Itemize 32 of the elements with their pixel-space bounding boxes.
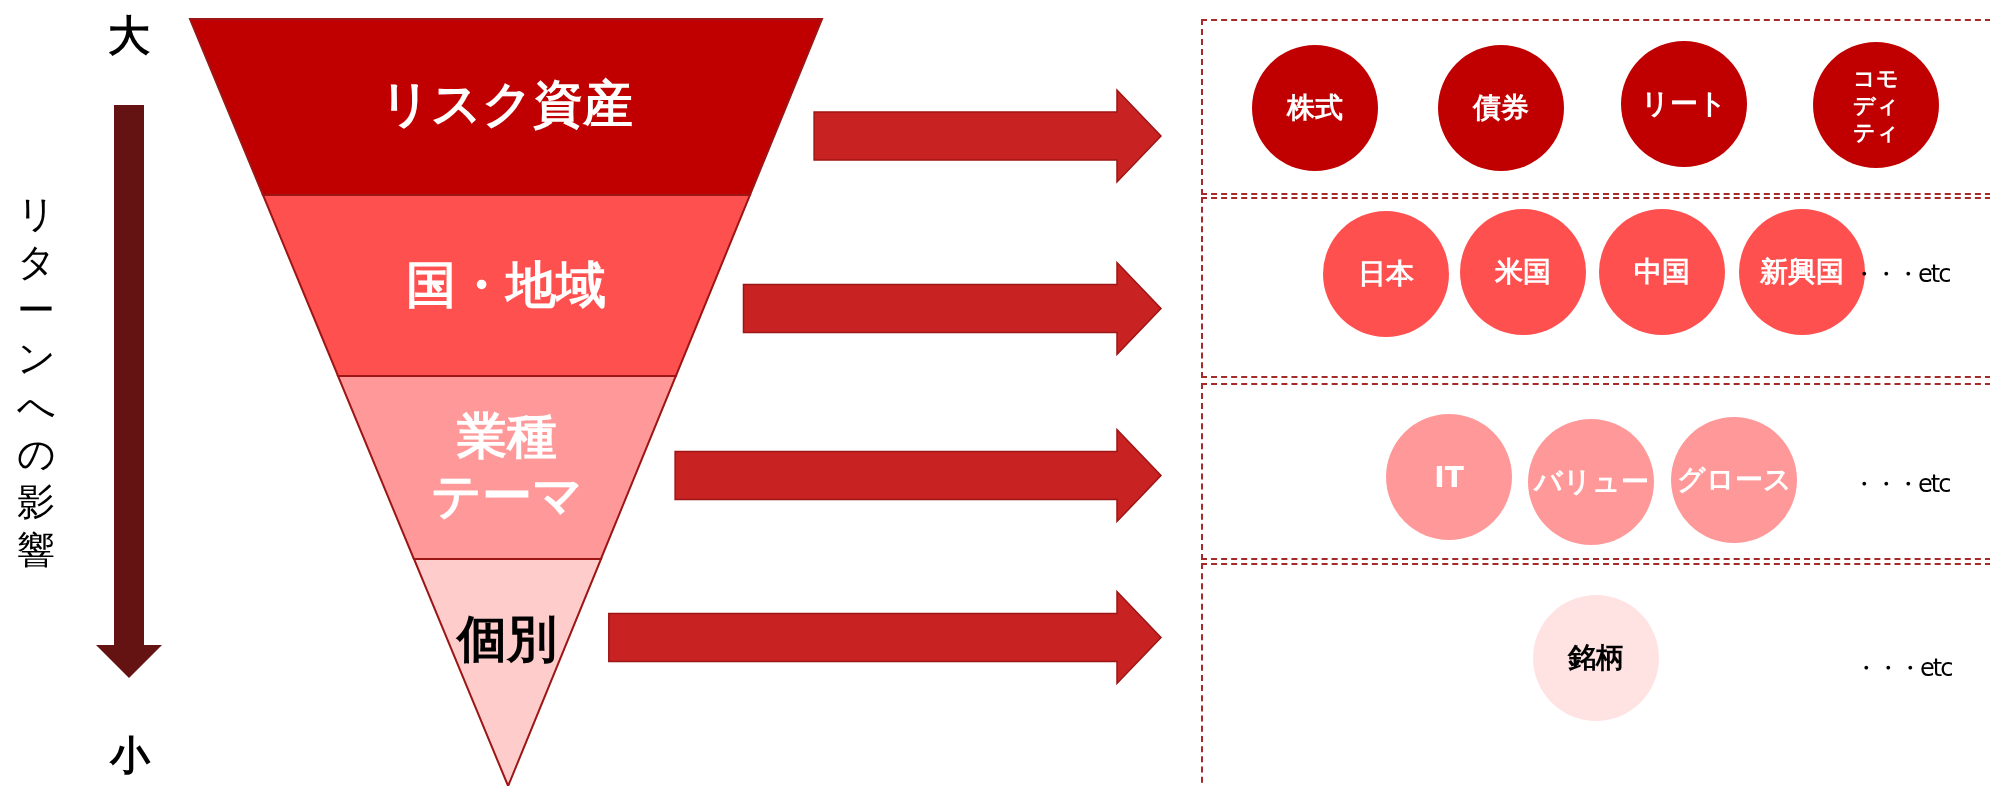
category-circle: バリュー xyxy=(1528,419,1654,545)
band-label: 個別 xyxy=(455,609,559,669)
category-circle: 銘柄 xyxy=(1533,595,1659,721)
band-label: リスク資産 xyxy=(378,74,634,134)
category-circle: IT xyxy=(1386,414,1512,540)
category-circle: グロース xyxy=(1671,417,1797,543)
scale-label: 小 xyxy=(110,731,150,780)
scale-label: 大 xyxy=(108,10,150,62)
etc-label: ・・・etc xyxy=(1852,469,1950,500)
block-arrow xyxy=(742,260,1163,357)
band-label: テーマ xyxy=(429,466,584,526)
category-circle: 日本 xyxy=(1323,211,1449,337)
block-arrow xyxy=(608,589,1163,686)
block-arrow xyxy=(674,427,1163,524)
funnel-band xyxy=(338,376,676,559)
band-label: 業種 xyxy=(455,406,558,466)
funnel-band xyxy=(262,195,750,376)
category-circle: 債券 xyxy=(1438,45,1564,171)
band-label: 国・地域 xyxy=(405,255,608,315)
category-circle: コモディティ xyxy=(1813,42,1939,168)
etc-label: ・・・etc xyxy=(1854,653,1952,684)
axis-label: リターンへの影響 xyxy=(16,191,56,574)
funnel-band xyxy=(413,559,601,786)
category-circle: 株式 xyxy=(1252,45,1378,171)
category-circle: 米国 xyxy=(1460,209,1586,335)
category-circle: 中国 xyxy=(1599,209,1725,335)
funnel-band xyxy=(190,19,822,195)
category-panel xyxy=(1201,19,1990,195)
block-arrow xyxy=(813,88,1163,184)
category-panel xyxy=(1201,197,1990,378)
category-panel xyxy=(1201,383,1990,560)
category-circle: リート xyxy=(1621,41,1747,167)
